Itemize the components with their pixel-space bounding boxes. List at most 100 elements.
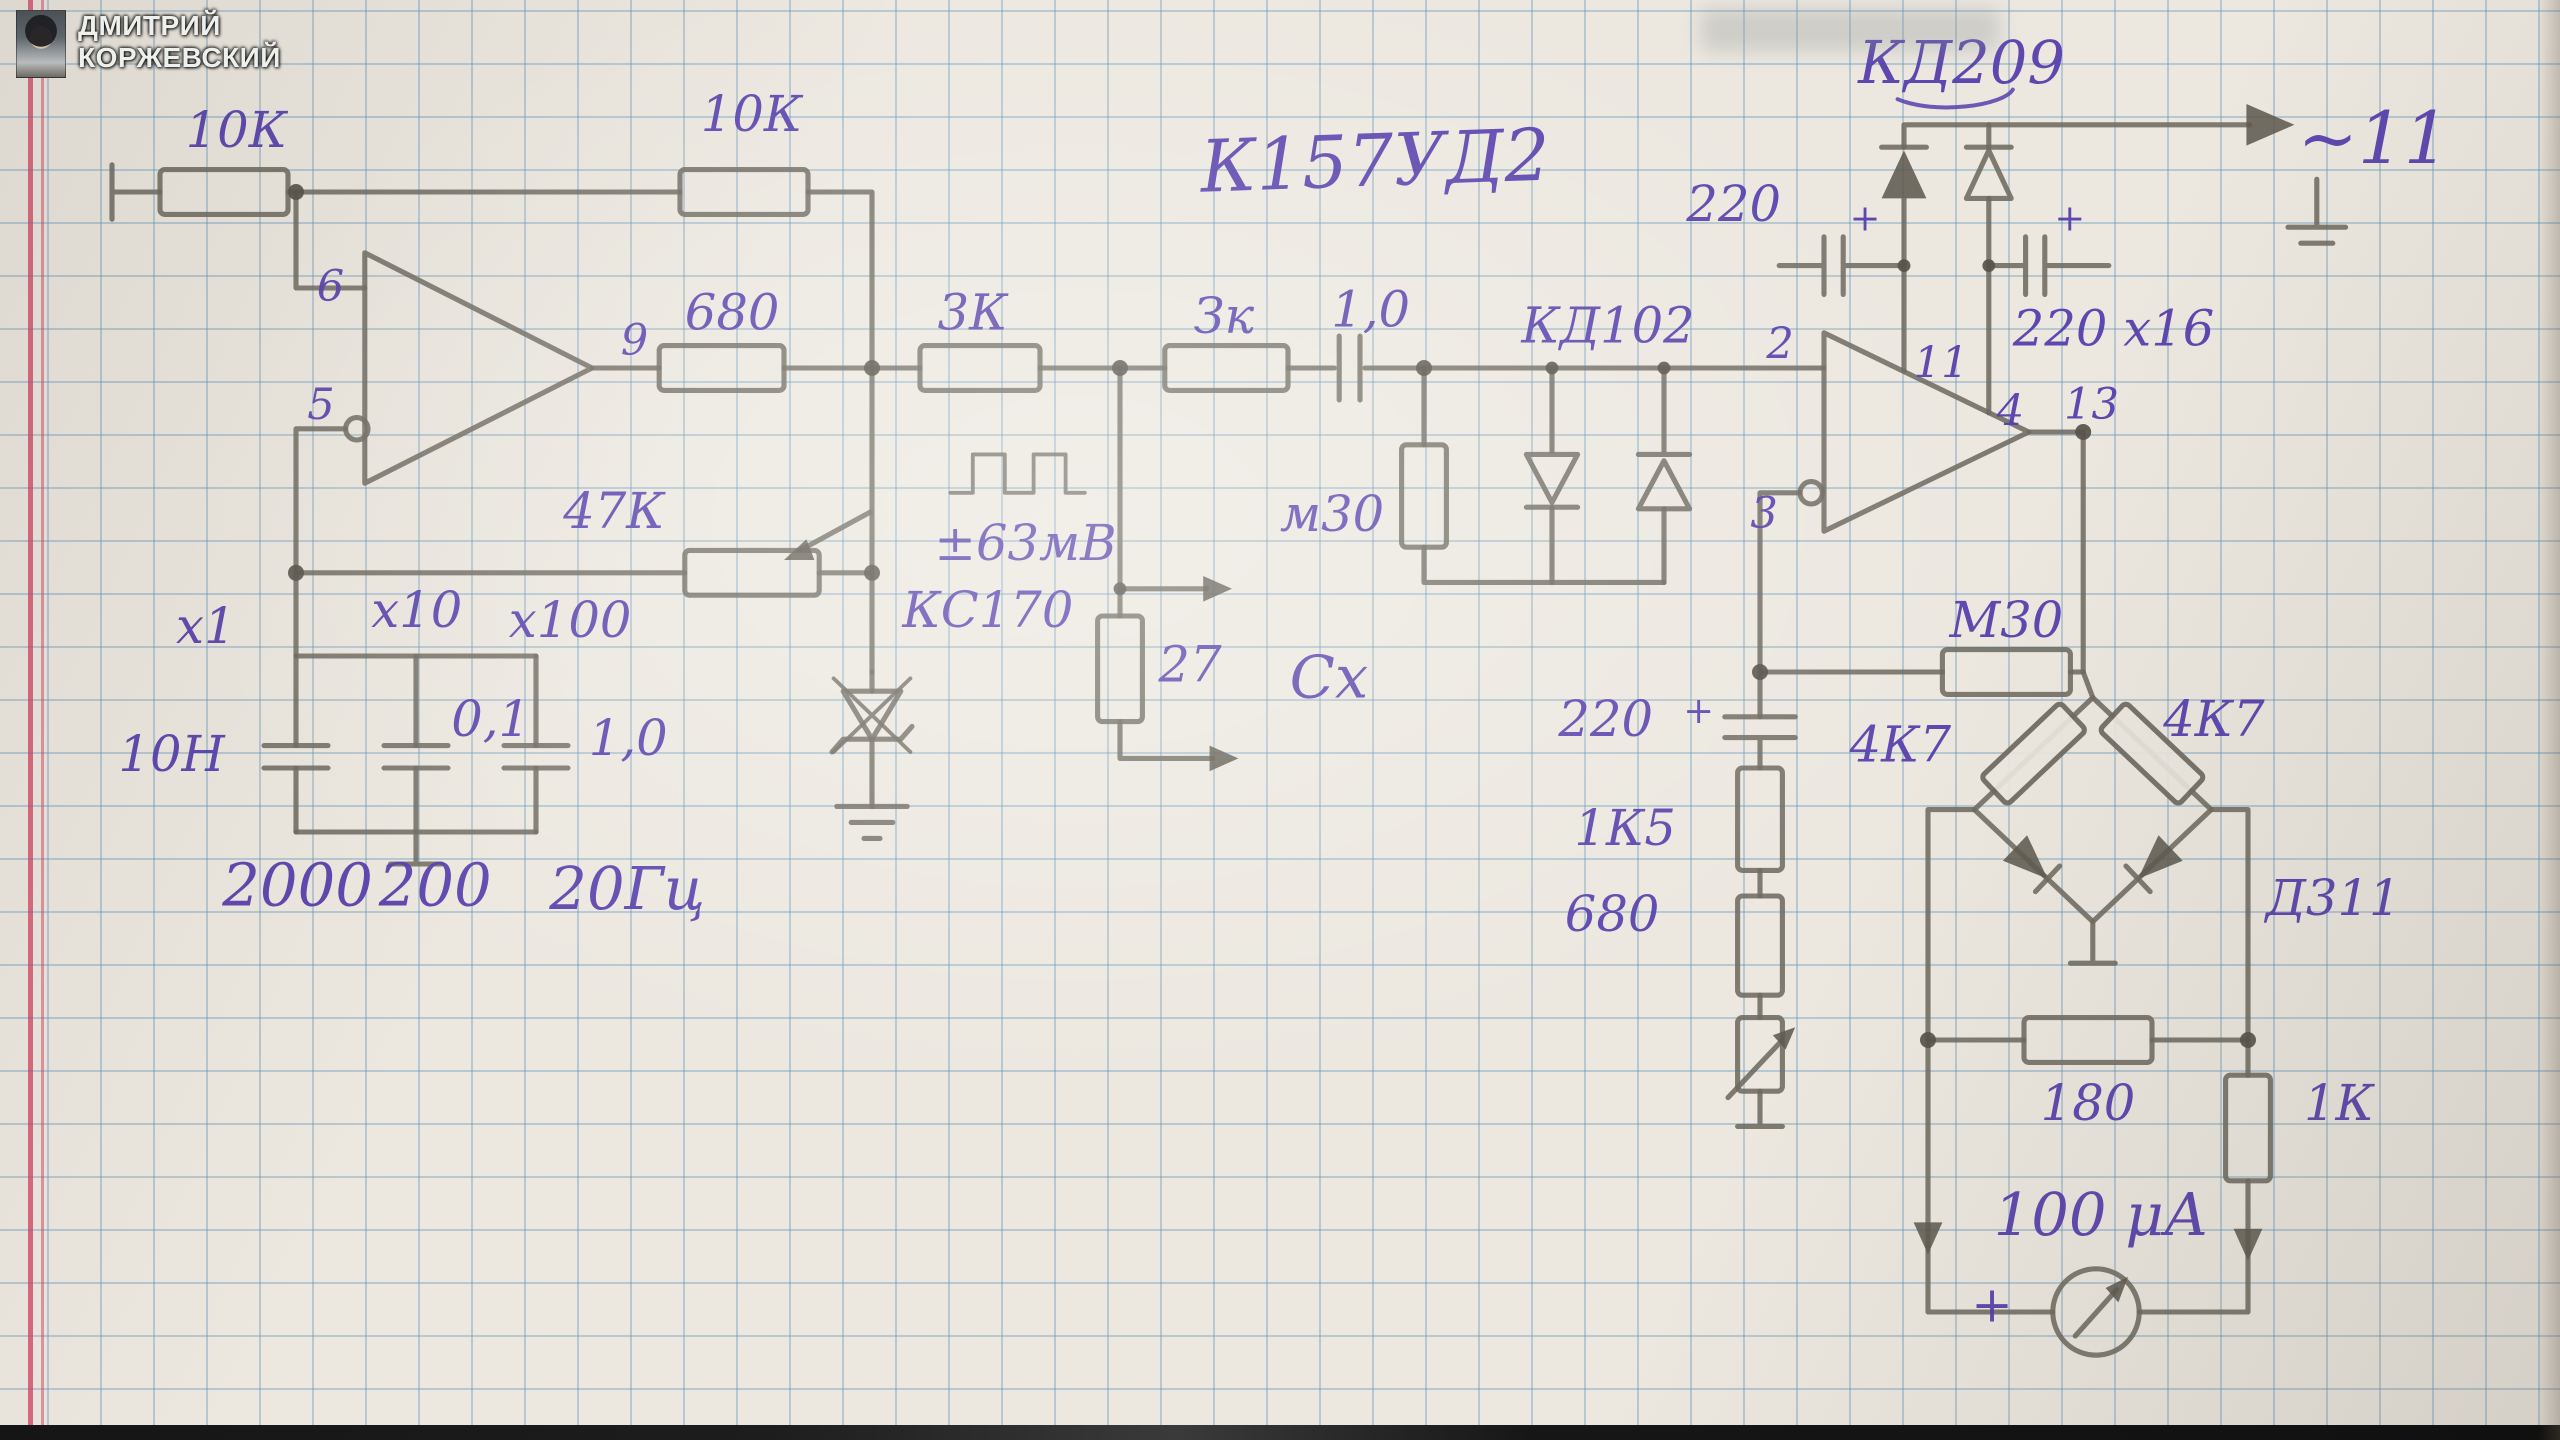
ground-symbol (834, 803, 910, 841)
watermark-avatar-photo (16, 10, 66, 78)
diode-kd102-a (1523, 451, 1581, 510)
label-pin6: 6 (317, 262, 344, 312)
oscillator-stage (109, 162, 923, 867)
filter-cap-2 (1986, 234, 2112, 297)
label-meter-plus: + (1971, 1276, 2013, 1334)
label-47k: 47К (562, 482, 666, 540)
label-pin11: 11 (1914, 339, 1969, 389)
resistor-m30-nfb (1939, 647, 2073, 697)
meter-needle-arrow (2105, 1276, 2128, 1303)
label-4k7-left: 4К7 (1849, 716, 1952, 774)
margin-line-2 (41, 0, 44, 1440)
trimmer-arrow (1772, 1027, 1796, 1050)
label-cap-coupling: 1,0 (1331, 280, 1410, 338)
label-10n: 10Н (118, 725, 226, 783)
label-20hz: 20Гц (548, 854, 705, 923)
label-pin3: 3 (1750, 489, 1777, 539)
ac-terminal-mark (2285, 176, 2349, 246)
watermark-name-line2: КОРЖЕВСКИЙ (78, 42, 281, 74)
label-r-680: 680 (685, 284, 780, 342)
label-r-3k: 3К (938, 284, 1010, 342)
resistor-10k-input (157, 167, 291, 217)
bridge-resistor-left (1980, 701, 2087, 806)
pot-wiper-arrow (784, 539, 815, 560)
coupling-capacitor (1285, 333, 1427, 403)
watermark-text: ДМИТРИЙ КОРЖЕВСКИЙ (78, 10, 281, 74)
label-cap-fb-220: 220 (1557, 690, 1653, 748)
label-0-1: 0,1 (451, 690, 530, 748)
label-pin9: 9 (621, 316, 648, 366)
power-supply (1776, 104, 2349, 416)
paper-right-edge (2538, 0, 2560, 1440)
diode-kd102-b (1635, 458, 1693, 512)
label-1-0: 1,0 (589, 709, 668, 767)
amplifier-stage (1722, 330, 2086, 1129)
label-kd209: КД209 (1857, 28, 2065, 97)
square-wave-symbol (948, 452, 1087, 495)
junction-dots (288, 184, 2256, 1048)
bridge-diode-left (2002, 835, 2063, 895)
opamp2-triangle (1821, 330, 2032, 534)
label-pin13: 13 (2064, 380, 2119, 430)
watermark: ДМИТРИЙ КОРЖЕВСКИЙ (16, 10, 281, 78)
blurred-artifact (1700, 8, 2000, 52)
resistor-1k5 (1735, 765, 1785, 873)
label-kc170: КС170 (901, 581, 1073, 639)
label-680-fb: 680 (1565, 885, 1660, 943)
label-m30-nfb: М30 (1948, 591, 2063, 649)
label-2000: 2000 (221, 851, 373, 920)
label-r-3k-2: Зк (1194, 287, 1255, 345)
label-kd102: КД102 (1520, 296, 1694, 354)
label-r27: 27 (1157, 636, 1222, 694)
label-200: 200 (378, 851, 492, 920)
label-220-power: 220 (1685, 175, 1781, 233)
fb-electrolytic-cap (1722, 714, 1798, 771)
limiter (1399, 365, 1827, 585)
ac-input-arrow (2246, 104, 2295, 146)
label-r-input: 10К (186, 101, 289, 159)
current-arrow-left (1913, 1222, 1943, 1255)
label-100ua: 100 μА (1994, 1180, 2209, 1249)
microammeter (2050, 1266, 2142, 1358)
margin-line (28, 0, 33, 1440)
label-pin5: 5 (307, 380, 334, 430)
label-plus-cap1: + (1850, 196, 1881, 239)
label-pin4: 4 (1996, 387, 2024, 437)
resistor-180 (2021, 1015, 2155, 1065)
label-plus-capfb: + (1683, 689, 1714, 732)
test-arrow-1 (1203, 576, 1232, 602)
label-1k: 1К (2304, 1074, 2376, 1132)
label-4k7-right: 4К7 (2162, 690, 2265, 748)
bridge-diode-right (2123, 835, 2183, 895)
label-x10: х10 (371, 581, 462, 639)
watermark-name-line1: ДМИТРИЙ (78, 10, 221, 41)
label-d311: Д311 (2264, 869, 2401, 927)
label-plus-cap2: + (2054, 196, 2085, 239)
diode-kd209-a (1881, 150, 1927, 199)
opamp2-inverting-bubble (1797, 479, 1825, 507)
rectifier-bridge-meter (1913, 669, 2273, 1358)
current-arrow-right (2233, 1228, 2263, 1261)
resistor-3k (917, 343, 1043, 393)
coupling-chain (917, 333, 1427, 772)
resistor-3k-2 (1162, 343, 1291, 393)
label-63mv: ±63мВ (934, 514, 1116, 572)
label-220x16: 220 х16 (2012, 300, 2215, 358)
opamp1-triangle (362, 250, 595, 486)
diode-kd209-b (1963, 147, 2014, 201)
resistor-27 (1095, 613, 1145, 725)
label-180: 180 (2041, 1074, 2136, 1132)
range-capacitors (261, 743, 571, 771)
filter-cap-1 (1776, 234, 1907, 297)
resistor-680-fb (1735, 893, 1785, 998)
label-ac-11: ~11 (2298, 96, 2450, 180)
label-x100: х100 (509, 591, 632, 649)
label-ic-title: К157УД2 (1197, 113, 1551, 209)
label-cx: Сх (1290, 643, 1369, 712)
kd209-flourish (1895, 87, 2015, 110)
resistor-680 (656, 343, 787, 393)
label-x1: х1 (176, 597, 236, 655)
bridge-resistor-right (2098, 701, 2206, 806)
